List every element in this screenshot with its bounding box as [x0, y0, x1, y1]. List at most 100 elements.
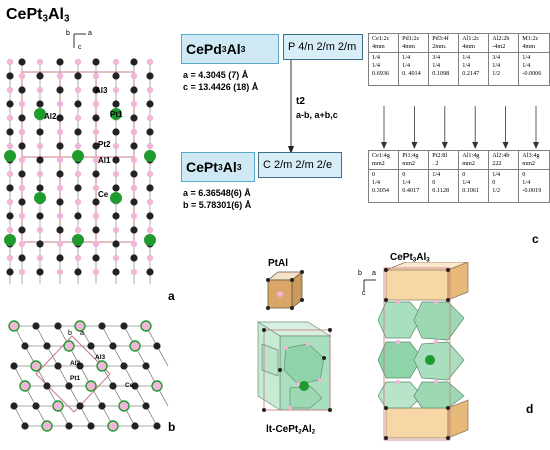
pt-atom [87, 342, 95, 350]
pt-atom [112, 100, 120, 108]
child-space-group: C 2/m 2/m 2/e [258, 152, 342, 178]
al-atom [56, 156, 64, 164]
site-coord: 0 [372, 171, 376, 178]
al-atom [112, 170, 120, 178]
d-axis-c: c [362, 290, 366, 297]
al-atom [146, 226, 154, 234]
pt-atom [98, 322, 106, 330]
site-arrow-head [441, 142, 448, 149]
site-coord: 1/4 [372, 178, 380, 186]
al-atom [74, 170, 82, 178]
al-atom [130, 100, 138, 108]
al-atom [112, 58, 120, 66]
site-coord: 3/4 [492, 54, 501, 61]
site-head-line: Al3:4g [522, 152, 540, 159]
parent-space-group: P 4/n 2/m 2/m [283, 34, 363, 60]
pt-atom [130, 86, 138, 94]
pt-atom [112, 212, 120, 220]
al-atom [74, 86, 82, 94]
al-atom [74, 254, 82, 262]
ce-atom [144, 150, 156, 162]
site-head-line: Al2:4b [492, 152, 510, 159]
title-part: Al [47, 6, 64, 23]
pt-atom [56, 170, 64, 178]
al-atom [146, 198, 154, 206]
formula-part: CePt [186, 159, 218, 175]
bond [156, 345, 169, 367]
title-sub: 3 [42, 13, 48, 25]
site-coord: 1/4 [522, 61, 531, 69]
pt-atom [112, 184, 120, 192]
parent-param-c: c = 13.4426 (18) Å [183, 82, 259, 92]
panel-b-atoms [8, 320, 163, 432]
d-axis-b: b [358, 270, 362, 277]
pt-atom [109, 342, 117, 350]
pt-atom [112, 128, 120, 136]
pt-atom [92, 198, 100, 206]
pt-atom [98, 402, 106, 410]
ce-al-atom [41, 420, 53, 432]
axis-a-label: a [88, 30, 92, 37]
site-arrow-head [502, 142, 509, 149]
al-atom [74, 226, 82, 234]
al-atom [130, 72, 138, 80]
site-head-line: 222 [492, 159, 502, 167]
al-atom [146, 142, 154, 150]
pt-atom [43, 382, 51, 390]
parent-param-a: a = 4.3045 (7) Å [183, 70, 249, 80]
panel-a-atoms [4, 58, 156, 276]
al-atom [36, 254, 44, 262]
al-atom [112, 142, 120, 150]
site-coord: -0.0019 [522, 186, 542, 194]
site-arrow-head [472, 142, 479, 149]
ce-atom [110, 192, 122, 204]
pt-atom [146, 128, 154, 136]
pt-atom [65, 422, 73, 430]
al-atom [6, 58, 14, 66]
al-atom [112, 86, 120, 94]
lt-ceptal-label: lt-CePt2Al2 [266, 424, 315, 436]
site-coord: 1/4 [522, 54, 531, 61]
ce-al-atom [107, 420, 119, 432]
ceptal-polyhedra [378, 262, 469, 441]
pt-atom [36, 240, 44, 248]
al-atom [92, 240, 100, 248]
pt-atom [146, 268, 154, 276]
formula-part: Al [222, 159, 237, 175]
site-head-line: Ce1:4g [372, 152, 390, 159]
label-part: lt-CePt [266, 424, 299, 435]
pt-atom [54, 362, 62, 370]
pt-atom [74, 128, 82, 136]
bond [57, 365, 70, 387]
site-coord: 0.3054 [372, 186, 390, 194]
pt-atom [130, 170, 138, 178]
pt-atom [36, 184, 44, 192]
site-head-line: Pt2:8l [432, 152, 448, 159]
title-part: Al [416, 252, 427, 263]
pt-atom [18, 58, 26, 66]
bond [145, 405, 158, 427]
pt-atom [6, 100, 14, 108]
label-pt2: Pt2 [98, 140, 111, 149]
label-pt1: Pt1 [110, 110, 123, 119]
site-arrows [381, 106, 539, 149]
ce-al-atom [52, 400, 64, 412]
site-head-line: 2mm. [432, 42, 447, 50]
panel-b-structure [8, 320, 169, 432]
site-arrow-head [381, 142, 387, 149]
panel-c-letter: c [532, 232, 539, 246]
site-head-line: Al1:4g [462, 152, 480, 159]
bond [35, 325, 48, 347]
al-atom [56, 268, 64, 276]
site-coord: 1/4 [402, 54, 411, 61]
title-sub: 3 [63, 13, 70, 25]
pt-atom [56, 58, 64, 66]
formula-part: CePd [186, 41, 222, 57]
